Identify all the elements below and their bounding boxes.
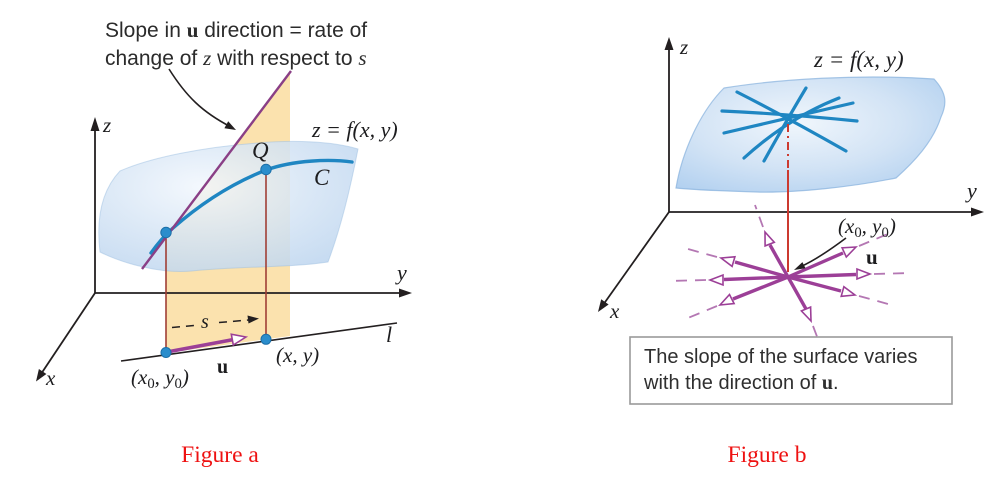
direction-vector <box>787 272 857 279</box>
x-axis-line <box>602 211 670 306</box>
direction-vector <box>734 260 789 279</box>
vector-extension <box>858 232 891 247</box>
point-q-label: Q <box>252 138 269 163</box>
direction-vector <box>786 276 808 310</box>
x-axis-arrow-icon <box>36 369 47 382</box>
direction-vector-star <box>669 204 911 348</box>
z-axis-arrow-icon <box>664 37 674 50</box>
x-axis-line <box>40 292 96 375</box>
figure-b: z y x z = f(x, y) (x0, y0) u The slope o… <box>598 35 984 405</box>
annotation-arrowhead-icon <box>224 121 236 130</box>
curve-c-label: C <box>314 165 330 190</box>
u-vector <box>166 337 234 354</box>
point-q <box>260 163 272 176</box>
line-l-label: l <box>386 322 392 347</box>
note-line1: The slope of the surface varies <box>644 346 917 368</box>
vector-extension <box>873 272 911 275</box>
direction-vector-shafts <box>723 244 857 310</box>
surface-b <box>675 76 946 193</box>
s-distance-arrow <box>171 319 250 329</box>
vector-extension <box>687 305 718 319</box>
annotation-arrow <box>168 68 232 128</box>
direction-vector-extensions <box>669 204 911 348</box>
z-axis-label: z <box>102 113 111 137</box>
vector-extension <box>812 325 822 348</box>
figure-a-axes <box>40 127 403 375</box>
u-vector-arrowhead-icon <box>230 333 249 347</box>
surface-equation-label: z = f(x, y) <box>813 47 904 72</box>
u-vector-label: u <box>866 245 878 269</box>
tangent-curve <box>722 101 855 135</box>
slope-annotation-line1: Slope in u direction = rate of <box>105 18 367 42</box>
point-label-arrowhead-icon <box>794 262 806 270</box>
open-arrowhead-icon <box>840 246 859 259</box>
z-axis-arrow-icon <box>90 117 100 131</box>
slope-annotation-line2: change of z with respect to s <box>105 46 367 70</box>
surface-equation-label: z = f(x, y) <box>311 117 398 142</box>
direction-vector <box>723 275 789 282</box>
open-arrowhead-icon <box>856 267 873 281</box>
point-x0y0-label: (x0, y0) <box>131 365 189 392</box>
vector-extension <box>754 204 764 228</box>
u-vector-label: u <box>217 356 228 378</box>
y-axis-label: y <box>395 260 407 285</box>
s-dash-right <box>218 319 250 324</box>
open-arrowhead-icon <box>718 293 736 307</box>
open-arrowhead-icon <box>800 305 812 324</box>
figure-a-caption: Figure a <box>181 442 259 468</box>
x-axis-label: x <box>45 366 56 390</box>
y-axis-arrow-icon <box>399 288 412 298</box>
vector-extension <box>858 295 889 305</box>
s-dash-left <box>171 324 195 329</box>
direction-vector <box>787 251 844 279</box>
point-xy <box>260 333 272 345</box>
s-label: s <box>201 311 209 333</box>
figure-b-caption: Figure b <box>728 442 807 468</box>
tangent-curve <box>762 86 808 163</box>
tangent-curve <box>742 96 841 160</box>
tangency-point <box>160 226 172 239</box>
open-arrowhead-icon <box>707 273 724 287</box>
figure-a: Slope in u direction = rate of change of… <box>36 18 412 392</box>
note-box <box>629 336 953 405</box>
y-axis-arrow-icon <box>971 207 984 217</box>
open-arrowhead-icon <box>764 229 776 248</box>
surface-tangent-curves <box>720 86 859 163</box>
direction-vector <box>787 275 842 293</box>
tangent-curve <box>735 90 848 153</box>
x-axis-arrow-icon <box>598 299 609 312</box>
s-arrowhead-icon <box>247 315 259 324</box>
y-axis-label: y <box>965 178 977 203</box>
direction-vector <box>768 244 790 278</box>
vector-extension <box>669 279 707 282</box>
open-arrowhead-icon <box>718 255 736 268</box>
vector-extension <box>687 248 718 258</box>
point-x0y0 <box>160 347 172 358</box>
note-line2: with the direction of u. <box>643 372 839 394</box>
point-x0y0-label: (x0, y0) <box>838 214 896 241</box>
direction-vector <box>732 275 789 301</box>
open-arrowhead-icon <box>840 285 858 298</box>
figure-b-axes <box>602 46 975 306</box>
point-xy-label: (x, y) <box>276 343 319 367</box>
direction-vector-arrowheads <box>707 229 873 324</box>
z-axis-label: z <box>679 35 688 59</box>
x-axis-label: x <box>609 299 620 323</box>
